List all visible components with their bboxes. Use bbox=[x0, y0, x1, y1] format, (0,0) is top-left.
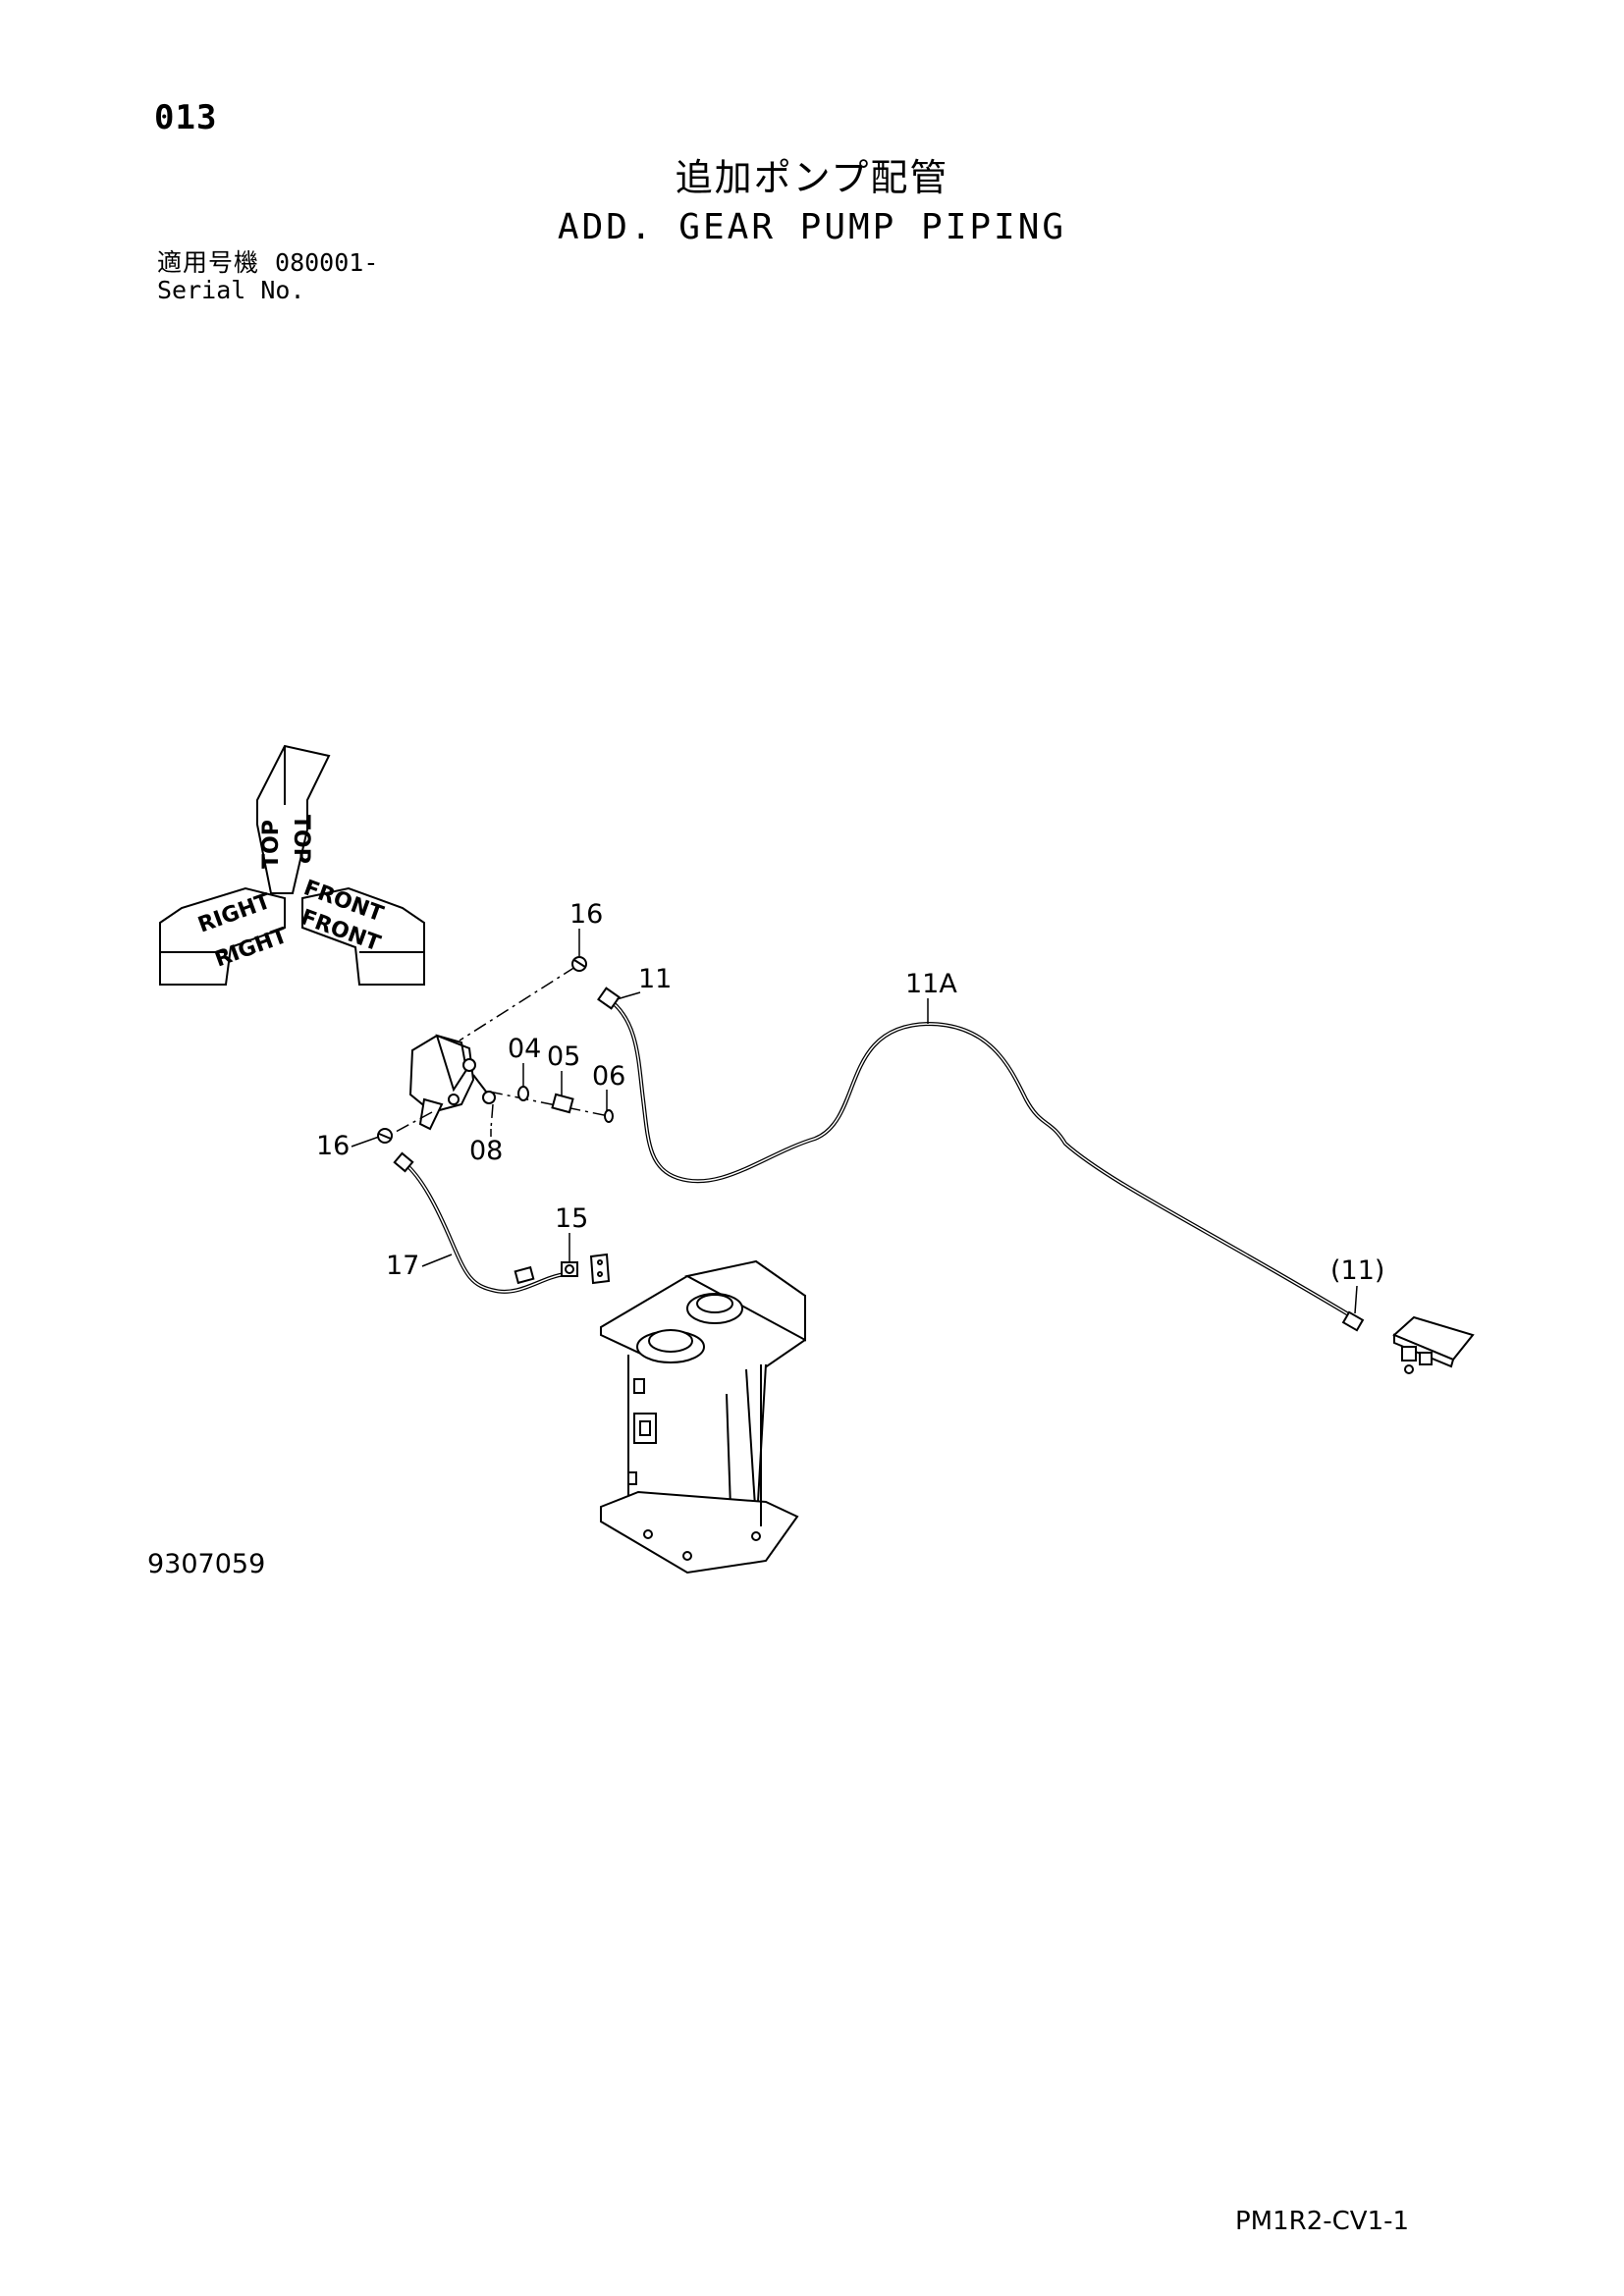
figure-number: 9307059 bbox=[147, 1549, 266, 1579]
adapter-icon bbox=[551, 1093, 574, 1114]
callout-04: 04 bbox=[508, 1034, 541, 1064]
callout-08: 08 bbox=[469, 1136, 503, 1166]
callout-11-paren: (11) bbox=[1330, 1255, 1384, 1286]
page-number: 013 bbox=[154, 98, 218, 137]
hose-end-fitting-11-icon bbox=[1341, 1310, 1365, 1332]
callout-11a: 11A bbox=[905, 969, 957, 999]
mounting-bracket-icon bbox=[1392, 1315, 1475, 1374]
hydraulic-tank-icon bbox=[600, 1259, 806, 1575]
serial-info: 適用号機 080001- Serial No. bbox=[157, 249, 378, 304]
callout-16-top: 16 bbox=[569, 899, 603, 930]
orientation-indicator bbox=[159, 744, 425, 986]
top-arrow-icon bbox=[256, 744, 331, 894]
hose-11a-highlight bbox=[608, 998, 1351, 1316]
callout-06: 06 bbox=[592, 1061, 625, 1092]
hose-11a-icon bbox=[607, 997, 1352, 1317]
page-title-japanese: 追加ポンプ配管 bbox=[675, 156, 949, 199]
document-code: PM1R2-CV1-1 bbox=[1235, 2207, 1410, 2236]
leader-lines bbox=[351, 929, 1358, 1314]
serial-label-japanese: 適用号機 bbox=[157, 248, 260, 277]
callout-15: 15 bbox=[555, 1203, 588, 1234]
serial-label-english: Serial No. bbox=[157, 276, 305, 304]
o-ring-icon bbox=[517, 1086, 529, 1101]
callout-05: 05 bbox=[547, 1041, 580, 1072]
front-arrow-icon bbox=[301, 886, 425, 986]
elbow-fitting-left-icon bbox=[377, 1128, 393, 1144]
title-block: 追加ポンプ配管 ADD. GEAR PUMP PIPING bbox=[0, 147, 1624, 247]
right-arrow-icon bbox=[159, 886, 286, 986]
elbow-fitting-15-icon bbox=[561, 1253, 611, 1285]
serial-value: 080001- bbox=[275, 248, 379, 277]
elbow-fitting-icon bbox=[571, 956, 587, 972]
orientation-top-label-mirror: TOP bbox=[259, 820, 284, 869]
gear-pump-icon bbox=[408, 1034, 496, 1131]
callout-16-left: 16 bbox=[316, 1131, 350, 1161]
hose-17-end-fitting-icon bbox=[393, 1151, 535, 1285]
page-title-english: ADD. GEAR PUMP PIPING bbox=[557, 207, 1067, 247]
hose-17-highlight bbox=[404, 1162, 566, 1293]
o-ring-small-icon bbox=[604, 1109, 614, 1123]
orientation-top-label: TOP bbox=[289, 815, 313, 864]
hose-end-fitting-icon bbox=[597, 987, 621, 1010]
callout-17: 17 bbox=[386, 1251, 419, 1281]
hose-17-icon bbox=[403, 1161, 567, 1294]
callout-11: 11 bbox=[638, 964, 672, 994]
